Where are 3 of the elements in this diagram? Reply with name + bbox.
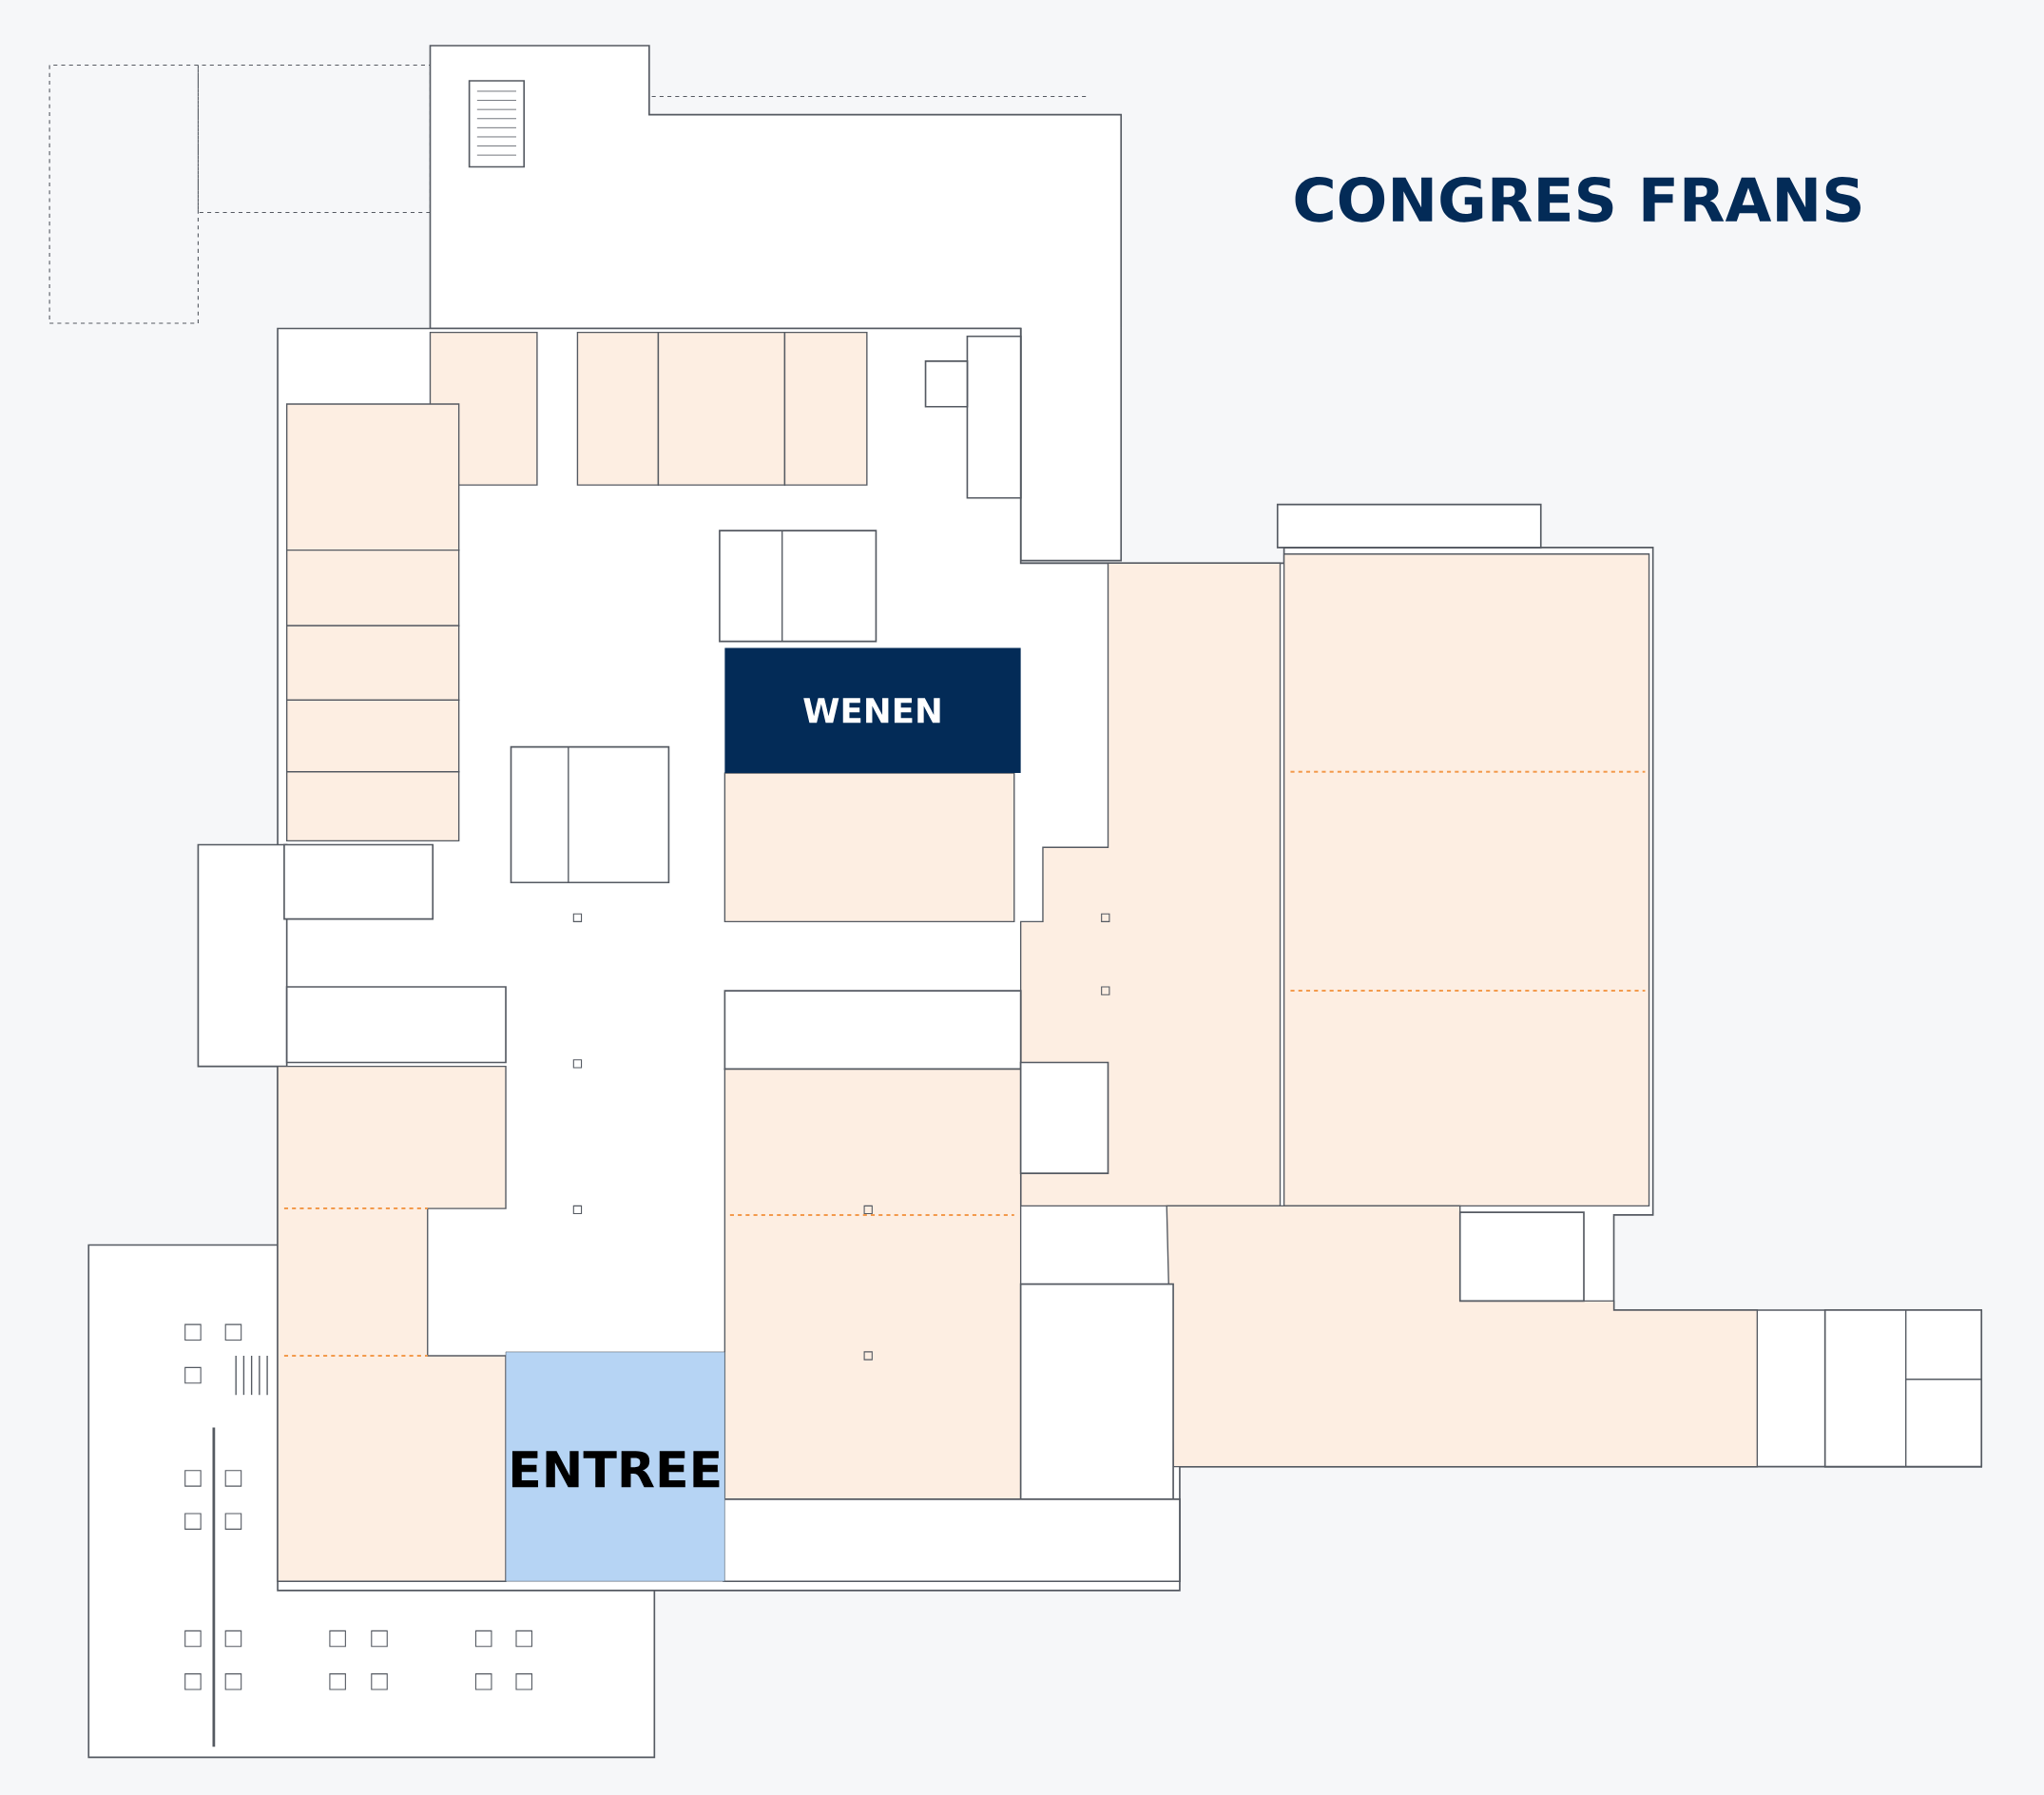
entrance-area: ENTREE xyxy=(505,1351,725,1582)
room-box: WENEN xyxy=(724,647,1021,774)
title: CONGRES FRANS xyxy=(1295,176,1861,222)
